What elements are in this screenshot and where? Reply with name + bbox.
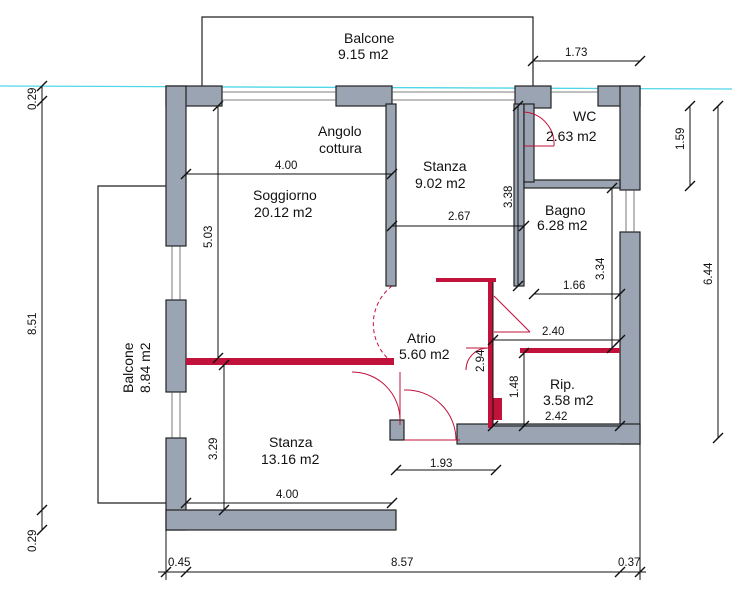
dim-left-top-wall: 0.29 — [27, 88, 39, 110]
room-rip-name: Rip. — [550, 376, 575, 392]
room-balcone-left-area: 8.84 m2 — [137, 342, 153, 393]
dim-stanza-bottom-height: 3.29 — [208, 438, 220, 460]
room-atrio-name: Atrio — [407, 330, 436, 346]
balcony-top-outline — [201, 16, 534, 86]
dim-bottom-right-wall: 0.37 — [618, 557, 640, 569]
dimension-lines — [36, 55, 724, 580]
room-wc-area: 2.63 m2 — [546, 128, 597, 144]
dim-corridor-width: 2.40 — [542, 326, 564, 338]
room-stanza-top-name: Stanza — [423, 158, 467, 174]
room-wc-name: WC — [573, 108, 596, 124]
dim-atrio-height: 2.94 — [475, 349, 487, 372]
room-soggiorno-name: Soggiorno — [253, 187, 317, 203]
dim-stanza-top-height: 3.38 — [503, 186, 515, 208]
dim-rip-width: 2.42 — [545, 411, 567, 423]
dim-bagno-width: 1.66 — [563, 280, 585, 292]
room-stanza-bottom-area: 13.16 m2 — [261, 451, 320, 467]
room-bagno-name: Bagno — [545, 202, 586, 218]
dim-soggiorno-width: 4.00 — [275, 160, 297, 172]
room-balcone-left-name: Balcone — [120, 342, 136, 393]
doors — [351, 111, 555, 441]
inner-walls — [385, 103, 621, 287]
dim-left-total: 8.51 — [27, 313, 39, 335]
room-stanza-top-area: 9.02 m2 — [415, 175, 466, 191]
dim-bottom-total: 8.57 — [391, 557, 413, 569]
room-rip-area: 3.58 m2 — [543, 392, 594, 408]
dim-atrio-width: 1.93 — [430, 458, 452, 470]
dim-stanza-bottom-width: 4.00 — [276, 489, 298, 501]
balcony-left-outline — [97, 185, 167, 504]
dim-wc-height: 1.59 — [675, 128, 687, 150]
dim-right-total: 6.44 — [703, 262, 715, 285]
room-angolo-line2: cottura — [319, 140, 362, 156]
room-balcone-top-area: 9.15 m2 — [338, 46, 389, 62]
windows — [171, 91, 635, 438]
room-stanza-bottom-name: Stanza — [269, 434, 313, 450]
outer-walls — [165, 85, 641, 531]
dim-stanza-top-width: 2.67 — [448, 211, 470, 223]
dim-balcone-width: 1.73 — [565, 47, 587, 59]
room-bagno-area: 6.28 m2 — [537, 217, 588, 233]
dim-bottom-left-wall: 0.45 — [168, 557, 190, 569]
dim-rip-height: 1.48 — [509, 376, 521, 398]
room-balcone-top-name: Balcone — [344, 30, 395, 46]
room-atrio-area: 5.60 m2 — [399, 346, 450, 362]
dim-bagno-height: 3.34 — [595, 257, 607, 280]
room-angolo-line1: Angolo — [318, 123, 362, 139]
dim-left-bottom-wall: 0.29 — [27, 530, 39, 552]
room-soggiorno-area: 20.12 m2 — [254, 204, 313, 220]
dim-soggiorno-height: 5.03 — [203, 226, 215, 248]
